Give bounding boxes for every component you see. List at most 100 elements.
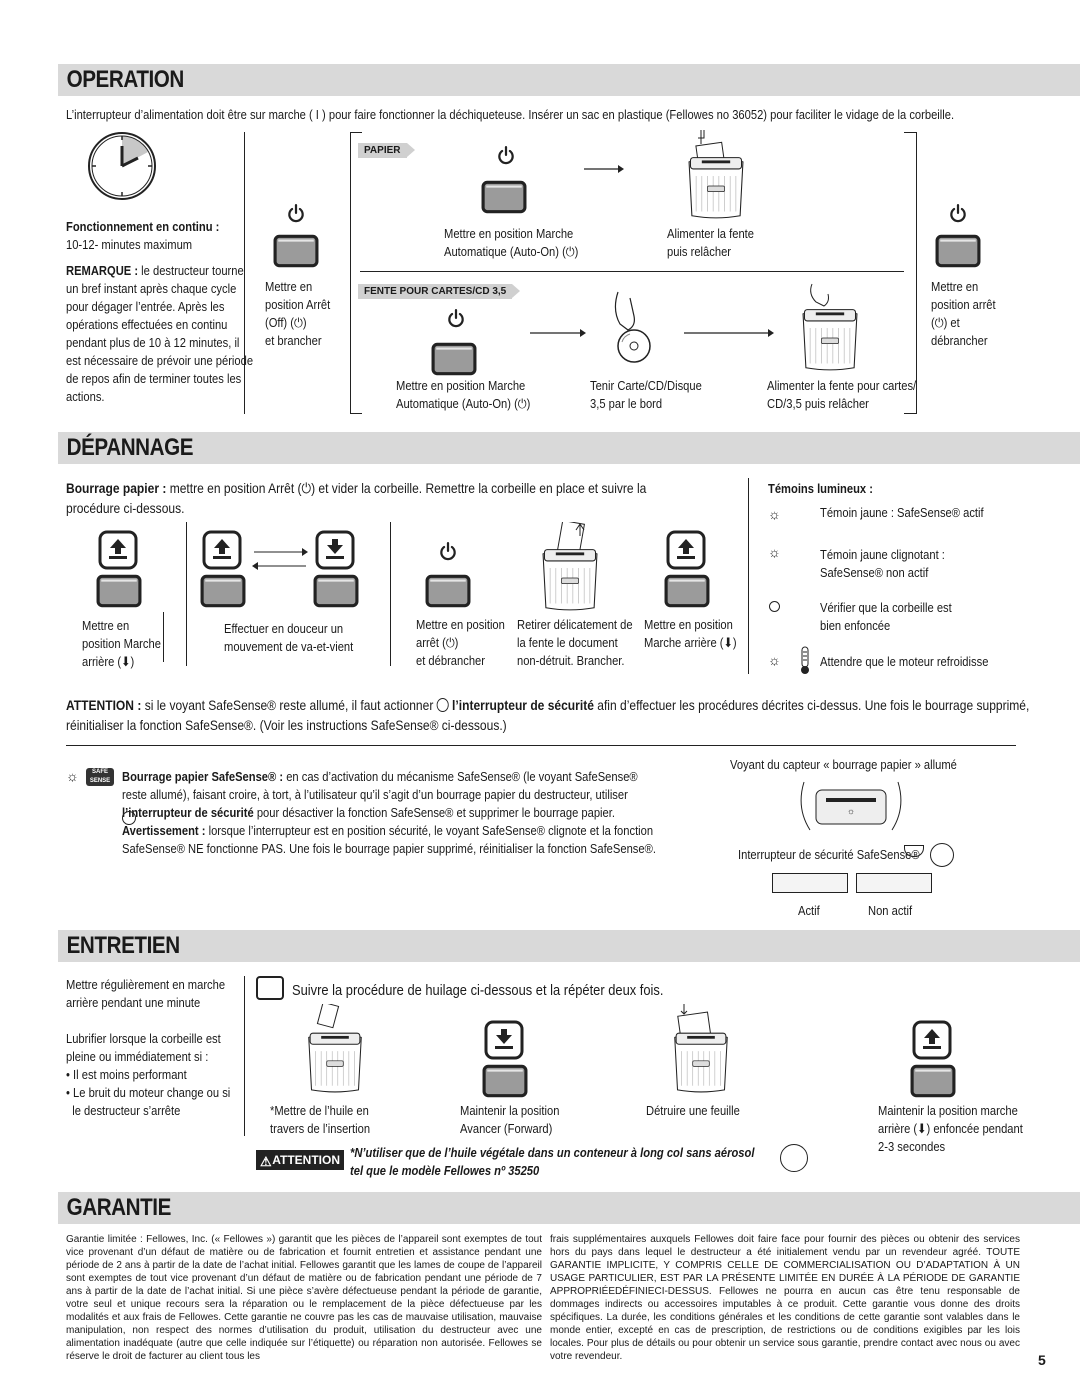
reverse-button-icon[interactable] xyxy=(98,530,138,570)
entretien-bullet: Le bruit du moteur change ou si xyxy=(73,1085,231,1100)
card-step2: Tenir Carte/CD/Disque 3,5 par le bord xyxy=(590,377,720,413)
remark-block: REMARQUE : le destructeur tourne un bref… xyxy=(66,262,266,406)
clock-icon xyxy=(88,132,156,200)
warn-label: Avertissement : xyxy=(122,823,206,838)
garantie-title: GARANTIE xyxy=(66,1194,172,1221)
step-end-line: débrancher xyxy=(931,333,988,348)
light-text-block: Vérifier que la corbeille est bien enfon… xyxy=(820,599,973,635)
oil-step1: *Mettre de l’huile en travers de l’inser… xyxy=(270,1102,386,1138)
warn-text: SafeSense® NE fonctionne PAS. Une fois l… xyxy=(122,841,656,856)
power-icon xyxy=(949,204,967,224)
power-icon xyxy=(287,204,305,224)
circle-light-icon xyxy=(769,601,780,612)
continuous-value: 10-12- minutes maximum xyxy=(66,237,193,252)
power-button[interactable] xyxy=(273,234,319,268)
safesense-badge: SAFE SENSE xyxy=(86,768,114,786)
light-text: Attendre que le moteur refroidisse xyxy=(820,654,989,669)
step-off-line: position Arrêt xyxy=(265,297,331,312)
sensor-caption: Voyant du capteur « bourrage papier » al… xyxy=(730,757,957,772)
operation-header: OPERATION xyxy=(58,64,1080,96)
oil-step-line: *Mettre de l’huile en xyxy=(270,1103,369,1118)
jam-step3-line: et débrancher xyxy=(416,653,486,668)
oil-icon xyxy=(256,976,284,1000)
bracket-top-right xyxy=(904,132,916,133)
auto-on-button[interactable] xyxy=(481,180,527,214)
divider xyxy=(748,478,749,674)
arrow-right-icon xyxy=(684,329,774,337)
reverse-button-icon[interactable] xyxy=(666,530,706,570)
card-step3: Alimenter la fente pour cartes/ CD/3,5 p… xyxy=(767,377,940,413)
power-button[interactable] xyxy=(200,574,246,608)
no-safety-icon xyxy=(930,843,954,867)
safety-switch-icon xyxy=(436,698,449,712)
entretien-left: Mettre régulièrement en marche arrière p… xyxy=(66,977,231,1118)
power-button[interactable] xyxy=(482,1064,528,1098)
back-forth-arrows-icon xyxy=(252,548,308,570)
step-off-text: Mettre en position Arrêt (Off) (⏻) et br… xyxy=(265,278,341,350)
paper-step1-line: Mettre en position Marche xyxy=(444,226,574,241)
oil-step-line: Maintenir la position marche xyxy=(878,1103,1018,1118)
forward-button-icon[interactable] xyxy=(484,1020,524,1060)
step-end-line: Mettre en xyxy=(931,279,979,294)
power-button[interactable] xyxy=(425,574,471,608)
safe-bold: l’interrupteur de sécurité xyxy=(122,805,254,820)
warning-triangle-icon: ⚠ xyxy=(260,1154,272,1169)
safety-switch-icon xyxy=(904,845,924,857)
paper-step2-line: Alimenter la fente xyxy=(667,226,755,241)
bracket-bottom-right xyxy=(904,413,916,414)
divider xyxy=(244,132,245,414)
power-icon xyxy=(447,309,465,329)
oil-step3: Détruire une feuille xyxy=(646,1102,755,1120)
power-button[interactable] xyxy=(96,574,142,608)
operation-intro: L’interrupteur d’alimentation doit être … xyxy=(66,107,955,122)
step-off-line: (Off) (⏻) xyxy=(265,315,307,330)
switch-active-image xyxy=(772,873,848,893)
step-end-line: (⏻) et xyxy=(931,315,960,330)
jam-text: mettre en position Arrêt (⏻) et vider la… xyxy=(169,480,647,496)
row-divider xyxy=(360,271,904,272)
card-tag: FENTE POUR CARTES/CD 3,5 xyxy=(358,284,521,299)
entretien-title: ENTRETIEN xyxy=(66,932,181,959)
remark-line: le destructeur tourne xyxy=(141,263,244,278)
attention-label: ATTENTION : xyxy=(66,697,142,713)
step-off-line: Mettre en xyxy=(265,279,313,294)
power-button[interactable] xyxy=(910,1064,956,1098)
hand-cd-image xyxy=(614,291,651,363)
actif-label: Actif xyxy=(798,903,820,918)
jam-step5-line: Mettre en position xyxy=(644,617,733,632)
oil-step-line: Détruire une feuille xyxy=(646,1103,740,1118)
jam-block: Bourrage papier : mettre en position Arr… xyxy=(66,478,766,518)
attention-note-line: *N’utiliser que de l’huile végétale dans… xyxy=(350,1145,755,1160)
warranty-col1: Garantie limitée : Fellowes, Inc. (« Fel… xyxy=(66,1234,542,1362)
thermometer-icon xyxy=(801,646,809,674)
jam-text: procédure ci-dessous. xyxy=(66,500,185,516)
jam-step2: Effectuer en douceur un mouvement de va-… xyxy=(224,620,374,656)
bracket-right xyxy=(916,132,917,414)
shredder-remove-image xyxy=(542,522,598,611)
paper-step2-line: puis relâcher xyxy=(667,244,732,259)
shredder-card-image xyxy=(802,283,858,371)
continuous-label: Fonctionnement en continu : xyxy=(66,219,220,234)
jam-step2-line: Effectuer en douceur un xyxy=(224,621,344,636)
attention-text: réinitialiser la fonction SafeSense®. (V… xyxy=(66,717,507,733)
jam-step1: Mettre en position Marche arrière (⬇) xyxy=(82,617,174,671)
entretien-text: arrière pendant une minute xyxy=(66,995,201,1010)
card-step3-line: Alimenter la fente pour cartes/ xyxy=(767,378,917,393)
sun-light-icon: ☼ xyxy=(66,768,79,784)
oil-step2: Maintenir la position Avancer (Forward) xyxy=(460,1102,576,1138)
reverse-button-icon[interactable] xyxy=(912,1020,952,1060)
forward-button-icon[interactable] xyxy=(315,530,355,570)
card-step1-line: Automatique (Auto-On) (⏻) xyxy=(396,396,531,411)
power-button[interactable] xyxy=(664,574,710,608)
sensor-panel-image: ☼ xyxy=(800,781,902,831)
procedure-text: Suivre la procédure de huilage ci-dessou… xyxy=(292,982,664,999)
jam-step1-line: arrière (⬇) xyxy=(82,654,135,669)
power-button[interactable] xyxy=(935,234,981,268)
reverse-button-icon[interactable] xyxy=(202,530,242,570)
operation-title: OPERATION xyxy=(66,66,185,93)
auto-on-button[interactable] xyxy=(431,342,477,376)
power-button[interactable] xyxy=(313,574,359,608)
remark-line: un bref instant après chaque cycle xyxy=(66,281,237,296)
remark-line: est nécessaire de prévoir une période xyxy=(66,353,254,368)
divider xyxy=(390,522,391,666)
